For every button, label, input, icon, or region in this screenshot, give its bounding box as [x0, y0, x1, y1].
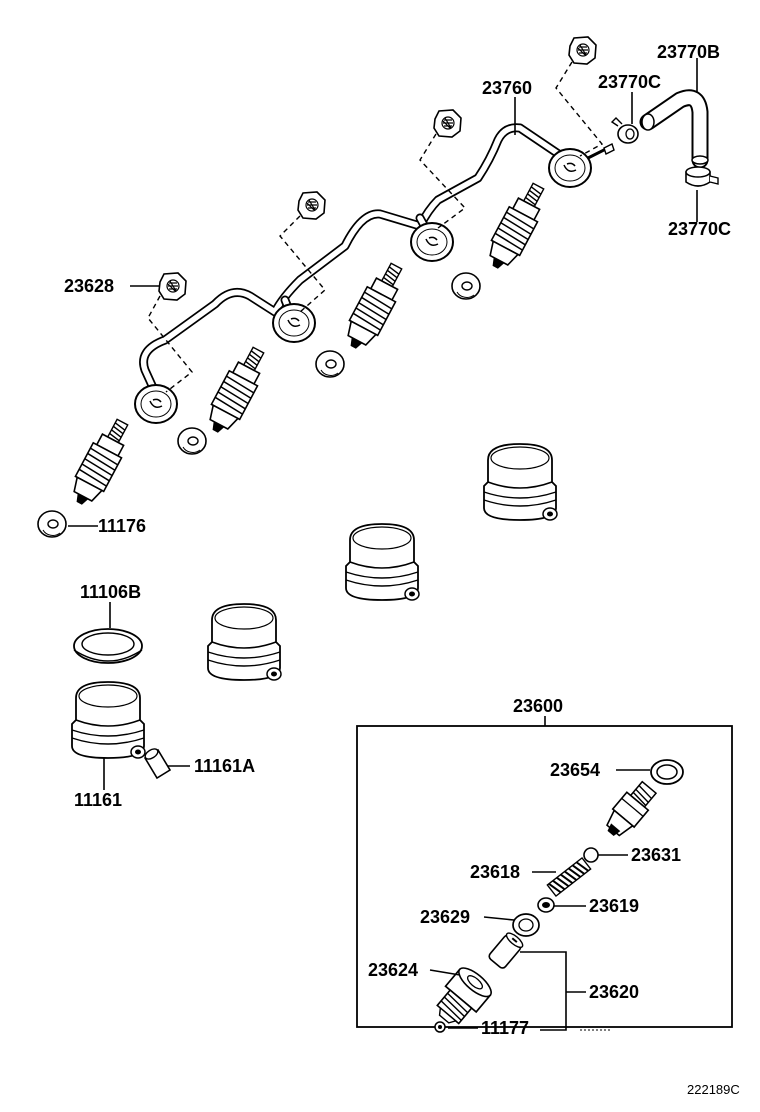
washer-icon	[315, 350, 345, 378]
label-11161: 11161	[74, 790, 122, 810]
label-23600: 23600	[513, 696, 563, 716]
nozzle-washers	[37, 272, 481, 538]
part-number-labels: 23770B 23770C 23770C 23760 23628 11176 1…	[64, 42, 740, 1097]
washer-icon	[177, 427, 207, 455]
label-11177: 11177	[481, 1018, 529, 1038]
label-23619: 23619	[589, 896, 639, 916]
label-23631: 23631	[631, 845, 681, 865]
injection-nozzles	[64, 177, 554, 512]
ring-gasket-11106B	[73, 628, 143, 664]
fuel-hose-assembly	[610, 89, 719, 187]
nozzle-holder-sleeves	[71, 443, 558, 759]
label-23770B: 23770B	[657, 42, 720, 62]
nut-23628-set	[147, 36, 604, 393]
nozzle-repair-kit-23600	[356, 716, 733, 1033]
nut-icon	[297, 191, 326, 220]
label-23760: 23760	[482, 78, 532, 98]
label-11176: 11176	[98, 516, 146, 536]
diagram-code: 222189C	[687, 1082, 740, 1097]
hose-clamp-upper	[610, 117, 639, 144]
hose-clamp-lower	[685, 166, 719, 187]
nut-icon	[568, 36, 597, 65]
label-23654: 23654	[550, 760, 600, 780]
injection-pipe-23760	[134, 123, 615, 424]
label-23629: 23629	[420, 907, 470, 927]
label-23628: 23628	[64, 276, 114, 296]
label-23770C-bottom: 23770C	[668, 219, 731, 239]
label-11161A: 11161A	[194, 756, 255, 776]
washer-icon	[451, 272, 481, 300]
label-23618: 23618	[470, 862, 520, 882]
leader-lines	[68, 58, 698, 1029]
label-11106B: 11106B	[80, 582, 141, 602]
label-23620: 23620	[589, 982, 639, 1002]
washer-icon	[37, 510, 67, 538]
nut-icon	[158, 272, 187, 301]
pin-11161A	[143, 748, 172, 780]
label-23770C-top: 23770C	[598, 72, 661, 92]
label-23624: 23624	[368, 960, 418, 980]
nut-icon	[433, 109, 462, 138]
